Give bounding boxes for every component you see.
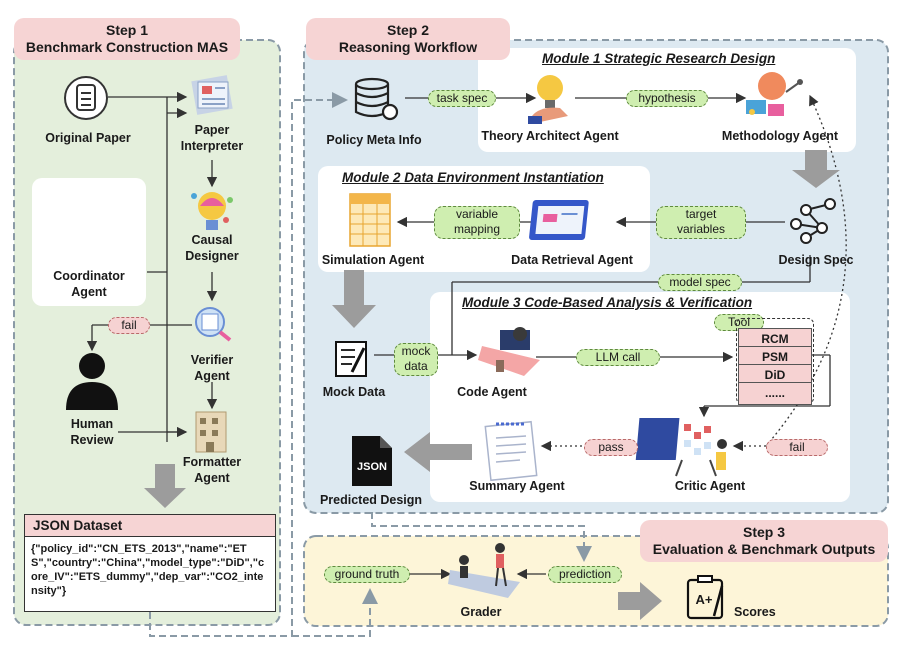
step3-subtitle: Evaluation & Benchmark Outputs [652, 541, 876, 557]
idea-bulb-icon [528, 75, 568, 124]
design-spec-arrow [792, 150, 840, 188]
json-file-icon-text: JSON [357, 461, 387, 473]
mock-data-pill: mock data [394, 343, 438, 376]
verifier-agent-label: Verifier Agent [190, 353, 234, 383]
chart-board-icon [635, 418, 727, 477]
building-icon [195, 411, 227, 453]
pass-pill: pass [584, 439, 638, 456]
scores-label: Scores [734, 605, 776, 619]
step2-subtitle: Reasoning Workflow [338, 39, 478, 55]
step3-label: Step 3 [742, 524, 785, 540]
newspaper-icon [191, 75, 233, 115]
step1-subtitle: Benchmark Construction MAS [25, 39, 229, 55]
code-agent-label: Code Agent [457, 385, 527, 399]
network-graph-icon [790, 198, 836, 244]
module2-title: Module 2 Data Environment Instantiation [342, 170, 604, 185]
report-document-icon [484, 420, 538, 482]
mock-data-label: Mock Data [322, 385, 386, 399]
database-icon [354, 77, 399, 121]
model-spec-pill: model spec [658, 274, 742, 291]
grader-label: Grader [460, 605, 502, 619]
json-file-icon [352, 436, 392, 486]
spreadsheet-icon [349, 193, 391, 247]
design-spec-label: Design Spec [778, 253, 854, 267]
json-dataset-box: JSON Dataset {"policy_id":"CN_ETS_2013",… [24, 514, 276, 612]
hypothesis-pill: hypothesis [626, 90, 708, 107]
summary-agent-label: Summary Agent [469, 479, 565, 493]
scores-arrow [618, 582, 662, 620]
predicted-design-arrow [404, 432, 472, 472]
module1-title: Module 1 Strategic Research Design [542, 51, 776, 66]
grader-desk-icon [448, 543, 520, 598]
module3-title: Module 3 Code-Based Analysis & Verificat… [462, 295, 753, 310]
grade-clipboard-icon [686, 575, 724, 620]
step1-title: Step 1 Benchmark Construction MAS [14, 18, 240, 60]
causal-designer-label: Causal Designer [185, 233, 239, 263]
coordinator-agent-label: Coordinator Agent [53, 269, 125, 299]
human-review-label: Human Review [70, 417, 114, 447]
strategy-icon [746, 72, 803, 116]
developer-desk-icon [478, 327, 540, 376]
module3-fail-pill: fail [766, 439, 828, 456]
magnifier-icon [195, 307, 232, 342]
browser-window-icon [529, 200, 589, 240]
grade-clipboard-icon-text: A+ [695, 592, 713, 607]
target-variables-pill: target variables [656, 206, 746, 239]
step2-title: Step 2 Reasoning Workflow [306, 18, 510, 60]
task-spec-pill: task spec [428, 90, 496, 107]
person-icon [66, 353, 118, 410]
methodology-agent-label: Methodology Agent [721, 129, 839, 143]
method-more: ...... [738, 382, 812, 405]
method-rcm: RCM [738, 328, 812, 351]
policy-meta-label: Policy Meta Info [326, 133, 422, 147]
ground-truth-pill: ground truth [324, 566, 410, 583]
json-dataset-content: {"policy_id":"CN_ETS_2013","name":"ETS",… [31, 543, 265, 597]
original-paper-label: Original Paper [45, 131, 131, 145]
prediction-pill: prediction [548, 566, 622, 583]
notepad-icon [335, 341, 367, 377]
step1-label: Step 1 [105, 22, 148, 38]
step3-title: Step 3 Evaluation & Benchmark Outputs [640, 520, 888, 562]
document-icon [64, 76, 108, 120]
step1-fail-pill: fail [108, 317, 150, 334]
variable-mapping-pill: variable mapping [434, 206, 520, 239]
predicted-design-label: Predicted Design [319, 493, 423, 507]
theory-architect-label: Theory Architect Agent [481, 129, 619, 143]
data-retrieval-label: Data Retrieval Agent [511, 253, 633, 267]
paper-interpreter-label: Paper Interpreter [180, 123, 244, 153]
critic-agent-label: Critic Agent [674, 479, 746, 493]
simulation-agent-label: Simulation Agent [321, 253, 425, 267]
llm-call-pill: LLM call [576, 349, 660, 366]
formatter-agent-label: Formatter Agent [182, 455, 242, 485]
step1-down-arrow [144, 464, 186, 508]
coordinator-card [32, 178, 146, 306]
step2-label: Step 2 [386, 22, 429, 38]
json-dataset-title: JSON Dataset [25, 515, 275, 537]
mock-data-arrow [332, 270, 376, 328]
lightbulb-icon [191, 192, 233, 230]
